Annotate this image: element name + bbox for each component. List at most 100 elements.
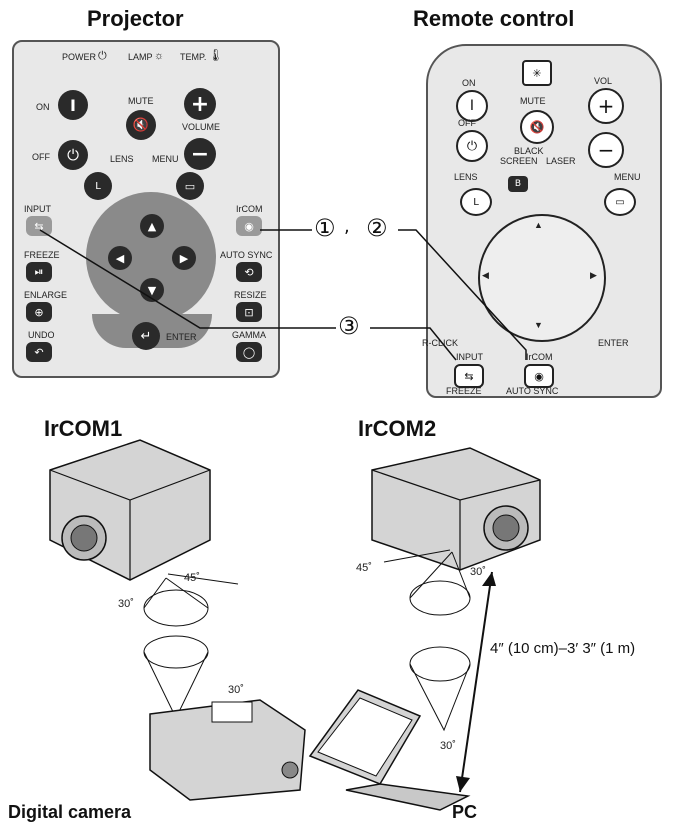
thermometer-icon: 🌡 (208, 48, 224, 62)
remote-ircom-leader-line (398, 229, 527, 360)
pc-ir-cone (409, 646, 471, 682)
resize-label: RESIZE (234, 290, 267, 300)
remote-vol-down-button[interactable]: − (588, 132, 624, 168)
remote-input-button[interactable]: ⇆ (454, 364, 484, 388)
volume-down-button[interactable]: − (184, 138, 216, 170)
undo-label: UNDO (28, 330, 55, 340)
remote-control-body: ON I ✳ MUTE 🔇 VOL + OFF ⏻ − BLACK SCREEN… (422, 44, 662, 398)
remote-input-label: INPUT (456, 352, 483, 362)
remote-mute-label: MUTE (520, 96, 546, 106)
enter-label: ENTER (166, 332, 197, 342)
gamma-button[interactable]: ◯ (236, 342, 262, 362)
enlarge-button[interactable]: ⊕ (26, 302, 52, 322)
ircom1-30-degree-label: 30˚ (118, 598, 134, 610)
menu-label: MENU (152, 154, 179, 164)
remote-arrow-up-icon: ▲ (534, 220, 543, 230)
pc-30-degree-label: 30˚ (440, 740, 456, 752)
step-3-callout: ③ (338, 312, 360, 340)
ircom1-45-degree-label: 45˚ (184, 572, 200, 584)
laser-icon: ✳ (532, 66, 542, 80)
camera-30-degree-label: 30˚ (228, 684, 244, 696)
pc-heading: PC (452, 802, 478, 822)
remote-vol-up-button[interactable]: + (588, 88, 624, 124)
input-label: INPUT (24, 204, 51, 214)
mute-icon: 🔇 (132, 117, 150, 133)
remote-screen-label: SCREEN (500, 156, 538, 166)
projector-ircom1-illustration (49, 439, 211, 581)
remote-lens-button[interactable]: L (460, 188, 492, 216)
remote-arrow-down-icon: ▼ (534, 320, 543, 330)
power-indicator-label: POWER (62, 52, 97, 62)
input-button[interactable]: ⇆ (26, 216, 52, 236)
remote-off-button[interactable]: ⏻ (456, 130, 488, 162)
remote-mute-button[interactable]: 🔇 (520, 110, 554, 144)
enter-button[interactable]: ↵ (132, 322, 160, 350)
remote-input-leader-line (370, 327, 457, 361)
projector-control-panel: POWER ⏻ LAMP ☼ TEMP. 🌡 ON I MUTE 🔇 + VOL… (12, 40, 280, 378)
input-leader-line (39, 229, 336, 329)
remote-menu-button[interactable]: ▭ (604, 188, 636, 216)
distance-label: 4″ (10 cm)–3′ 3″ (1 m) (490, 640, 636, 657)
remote-on-button[interactable]: I (456, 90, 488, 122)
remote-arrow-left-icon: ◀ (482, 270, 489, 280)
remote-freeze-label: FREEZE (446, 386, 482, 396)
ircom-label: IrCOM (236, 204, 263, 214)
arrow-left-button[interactable]: ◀ (108, 246, 132, 270)
remote-auto-sync-label: AUTO SYNC (506, 386, 559, 396)
remote-menu-label: MENU (614, 172, 641, 182)
on-label: ON (36, 102, 50, 112)
remote-black-label: BLACK (514, 146, 544, 156)
projector-ircom2-illustration (371, 447, 541, 571)
enlarge-label: ENLARGE (24, 290, 68, 300)
ircom2-ir-cone (409, 580, 471, 616)
digital-camera-illustration (149, 699, 306, 801)
gamma-label: GAMMA (232, 330, 267, 340)
lamp-icon: ☼ (154, 50, 165, 62)
arrow-right-icon: ▶ (179, 251, 189, 265)
remote-laser-pointer-indicator: ✳ (522, 60, 552, 86)
temp-indicator-label: TEMP. (180, 52, 207, 62)
remote-ircom-label: IrCOM (526, 352, 553, 362)
remote-r-click-label: R-CLICK (422, 338, 459, 348)
lamp-indicator-label: LAMP (128, 52, 153, 62)
on-button[interactable]: I (58, 90, 88, 120)
resize-button[interactable]: ⊡ (236, 302, 262, 322)
arrow-right-button[interactable]: ▶ (172, 246, 196, 270)
remote-off-label: OFF (458, 118, 476, 128)
undo-button[interactable]: ↶ (26, 342, 52, 362)
arrow-up-icon: ▲ (147, 219, 157, 233)
remote-arrow-right-icon: ▶ (590, 270, 597, 280)
off-button[interactable]: ⏻ (58, 140, 88, 170)
lens-button[interactable]: L (84, 172, 112, 200)
ircom1-heading: IrCOM1 (44, 416, 123, 441)
ircom2-30-degree-label: 30˚ (470, 566, 486, 578)
laptop-pc-illustration (308, 689, 471, 811)
callout-separator: , (344, 216, 350, 237)
volume-label: VOLUME (182, 122, 221, 132)
ircom2-heading: IrCOM2 (358, 416, 437, 441)
auto-sync-label: AUTO SYNC (220, 250, 273, 260)
volume-up-button[interactable]: + (184, 88, 216, 120)
menu-button[interactable]: ▭ (176, 172, 204, 200)
remote-ircom-button[interactable]: ◉ (524, 364, 554, 388)
ircom2-angle-line (383, 549, 451, 563)
mute-button[interactable]: 🔇 (126, 110, 156, 140)
ircom-button[interactable]: ◉ (236, 216, 262, 236)
arrow-left-icon: ◀ (115, 251, 125, 265)
remote-heading: Remote control (413, 6, 575, 31)
arrow-up-button[interactable]: ▲ (140, 214, 164, 238)
freeze-label: FREEZE (24, 250, 60, 260)
distance-arrow (459, 571, 493, 793)
freeze-button[interactable]: ⏯ (26, 262, 52, 282)
step-2-callout: ② (366, 214, 388, 242)
remote-laser-label: LASER (546, 156, 576, 166)
arrow-down-icon: ▼ (147, 283, 157, 297)
camera-heading: Digital camera (8, 802, 132, 822)
ircom1-angle-line (167, 573, 239, 585)
auto-sync-button[interactable]: ⟲ (236, 262, 262, 282)
projector-heading: Projector (87, 6, 184, 31)
mute-label: MUTE (128, 96, 154, 106)
step-1-callout: ① (314, 214, 336, 242)
remote-black-screen-button[interactable]: B (508, 176, 528, 192)
remote-on-label: ON (462, 78, 476, 88)
